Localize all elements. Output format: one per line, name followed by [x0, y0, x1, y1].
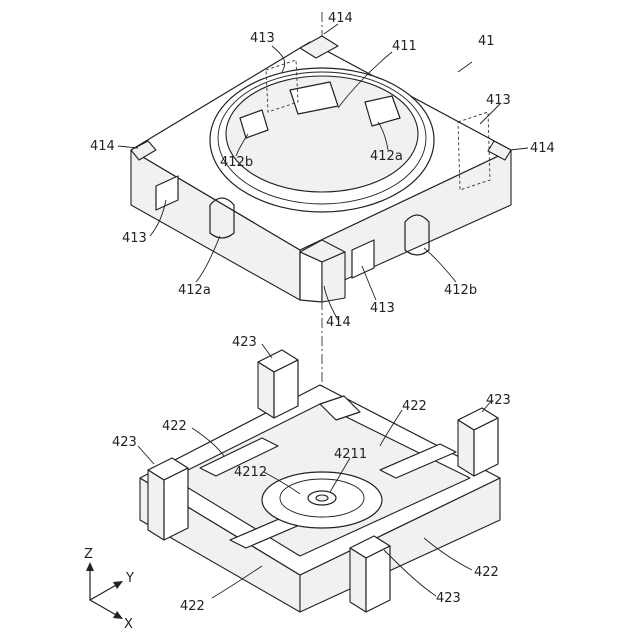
post-423-bottom	[350, 536, 390, 612]
label-413-center: 413	[370, 301, 395, 316]
label-4211: 4211	[334, 447, 367, 462]
label-423-top: 423	[232, 335, 257, 350]
axis-y-label: Y	[125, 571, 134, 586]
label-414-top: 414	[328, 11, 353, 26]
label-412a-bottom: 412a	[178, 283, 211, 298]
lower-member	[140, 350, 500, 612]
label-411: 411	[392, 39, 417, 54]
post-423-right	[458, 408, 498, 476]
label-423-bottom: 423	[436, 591, 461, 606]
label-423-right: 423	[486, 393, 511, 408]
label-423-left: 423	[112, 435, 137, 450]
label-414-right: 414	[530, 141, 555, 156]
label-422-bottomright: 422	[474, 565, 499, 580]
label-422-bottomleft: 422	[180, 599, 205, 614]
label-413-right: 413	[486, 93, 511, 108]
label-413-left: 413	[122, 231, 147, 246]
label-422-top: 422	[402, 399, 427, 414]
post-423-left	[148, 458, 188, 540]
coordinate-axes: Z Y X	[84, 547, 134, 632]
post-423-top	[258, 350, 298, 418]
label-422-left: 422	[162, 419, 187, 434]
label-414-left: 414	[90, 139, 115, 154]
upper-member-41	[131, 36, 511, 302]
label-414-bottom: 414	[326, 315, 351, 330]
label-413-topleft: 413	[250, 31, 275, 46]
axis-x-label: X	[124, 617, 133, 632]
label-412a-top: 412a	[370, 149, 403, 164]
pivot-4211-hole	[316, 495, 328, 501]
label-4212: 4212	[234, 465, 267, 480]
axis-z-label: Z	[84, 547, 93, 562]
label-41: 41	[478, 34, 495, 49]
label-412b-top: 412b	[220, 155, 253, 170]
label-412b-bottom: 412b	[444, 283, 477, 298]
